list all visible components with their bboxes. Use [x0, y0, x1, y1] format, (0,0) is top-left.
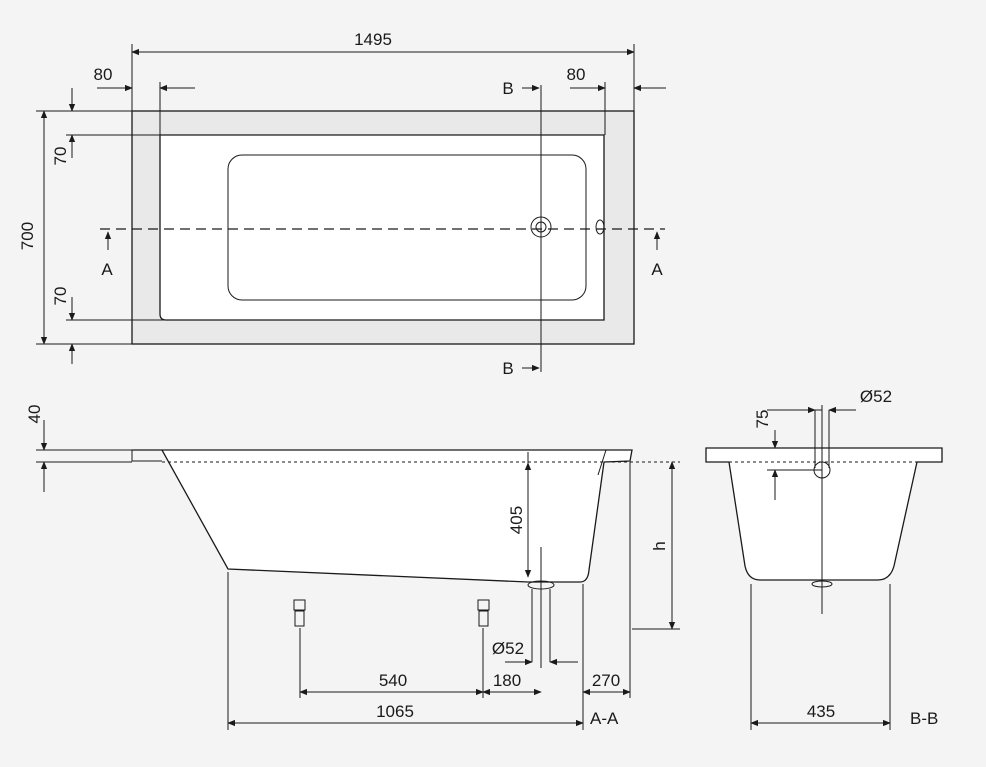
- section-a-right-label: A: [651, 260, 663, 279]
- rim-left-edge: [131, 450, 162, 462]
- overflow-mark: [597, 449, 607, 476]
- dim-height-label: h: [650, 541, 669, 550]
- section-b-bottom-label: B: [502, 359, 513, 378]
- dim-75-label: 75: [753, 410, 772, 429]
- dim-width-label: 700: [18, 222, 37, 250]
- dim-270-label: 270: [592, 671, 620, 690]
- section-bb-label: B-B: [910, 709, 938, 728]
- section-b-top-label: B: [502, 79, 513, 98]
- section-bb-view: 75 Ø52 435 B-B: [705, 387, 943, 730]
- dim-1065-label: 1065: [376, 702, 414, 721]
- dim-length-label: 1495: [354, 30, 392, 49]
- dim-overflow-diameter-label: Ø52: [860, 387, 892, 406]
- foot-left-icon: [293, 599, 306, 627]
- foot-right-icon: [477, 599, 490, 627]
- drain-bb-icon: [811, 580, 833, 588]
- section-aa-view: 40 405 h Ø52 540 180 270 1065 A-A: [25, 405, 680, 730]
- dim-rim-left-label: 80: [94, 65, 113, 84]
- top-view: 1495 80 80 700 70 70 A A B: [18, 30, 666, 378]
- dim-rim-top-label: 70: [51, 147, 70, 166]
- tub-section-aa: [132, 449, 633, 583]
- tub-section-bb: [705, 447, 943, 581]
- dim-180-label: 180: [493, 671, 521, 690]
- dim-drain-diameter-label: Ø52: [492, 639, 524, 658]
- dim-rim-right-label: 80: [567, 65, 586, 84]
- section-a-left-label: A: [101, 260, 113, 279]
- tub-bottom-basin: [227, 154, 587, 301]
- dim-rim-thickness-label: 40: [25, 405, 44, 424]
- dim-depth-label: 405: [507, 506, 526, 534]
- dim-rim-bottom-label: 70: [51, 287, 70, 306]
- section-aa-label: A-A: [590, 709, 619, 728]
- dim-435-label: 435: [807, 702, 835, 721]
- dim-540-label: 540: [379, 671, 407, 690]
- tub-inner-edge: [159, 134, 605, 321]
- overflow-icon: [595, 219, 605, 235]
